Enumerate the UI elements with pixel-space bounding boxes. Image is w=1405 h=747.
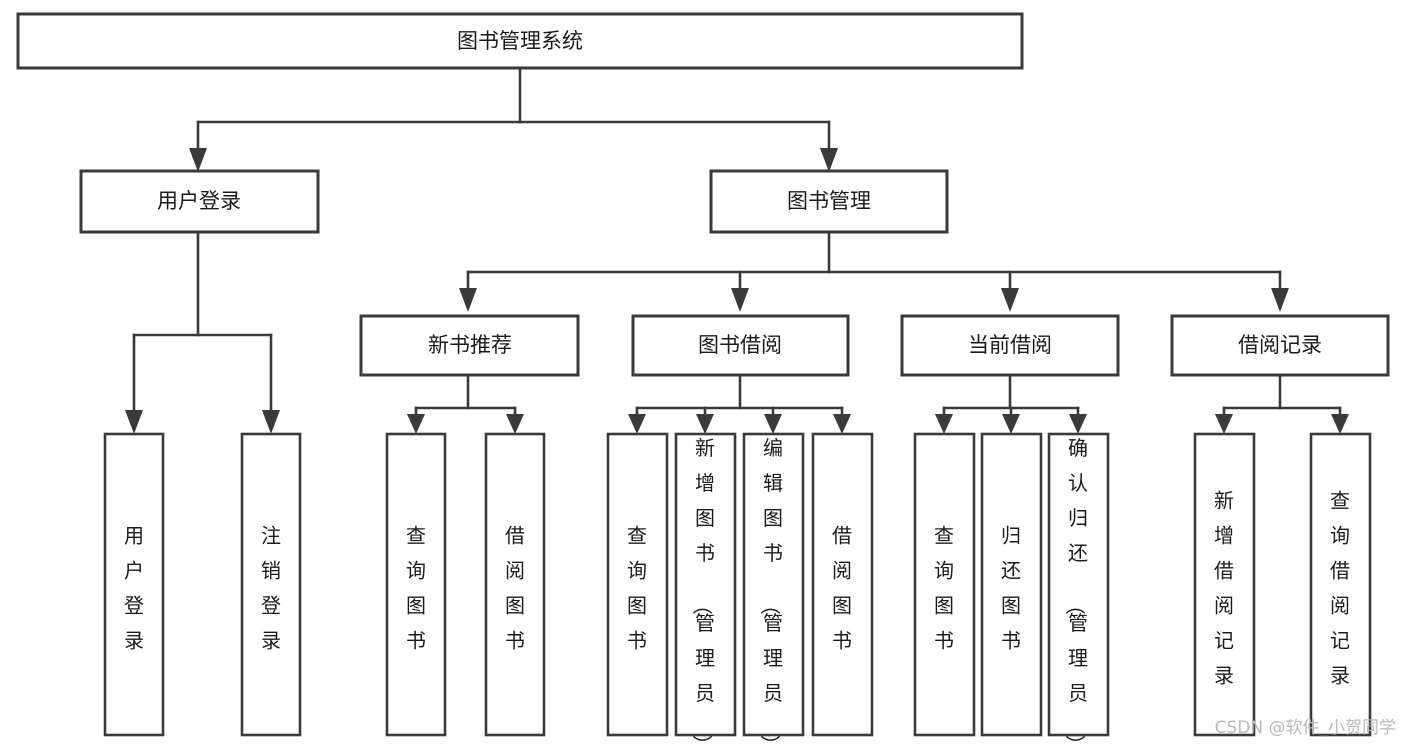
arrowhead-leaf-record-0 — [1215, 414, 1233, 434]
leaf-user-login-1-label: 注销登录 — [261, 523, 281, 652]
node-root[interactable]: 图书管理系统 — [16, 12, 1024, 70]
leaf-new-book-1-label: 借阅图书 — [505, 523, 525, 652]
leaf-book-borrow-3-box[interactable] — [811, 432, 874, 737]
leaf-borrow-record-1[interactable]: 查询借阅记录 — [1309, 432, 1372, 737]
node-root-box[interactable] — [16, 12, 1024, 70]
leaf-user-login-0[interactable]: 用户登录 — [103, 432, 165, 737]
arrowhead-book-mgmt — [820, 148, 838, 172]
leaf-book-borrow-2-box[interactable] — [742, 432, 805, 737]
arrowhead-leaf-record-1 — [1331, 414, 1349, 434]
leaf-user-login-1[interactable]: 注销登录 — [240, 432, 302, 737]
node-new-book-recommend-label: 新书推荐 — [428, 333, 512, 357]
leaf-current-borrow-2-box[interactable] — [1047, 432, 1110, 737]
node-book-borrow-box[interactable] — [631, 314, 850, 377]
arrowhead-leaf-newbook-1 — [506, 414, 524, 434]
arrowhead-leaf-borrow-3 — [833, 414, 851, 434]
arrowhead-leaf-current-1 — [1002, 414, 1020, 434]
leaf-borrow-record-1-box[interactable] — [1309, 432, 1372, 737]
leaf-current-borrow-2[interactable]: 确认归还（管理员） — [1047, 432, 1110, 747]
arrowhead-leaf-current-0 — [935, 414, 953, 434]
node-borrow-record[interactable]: 借阅记录 — [1170, 314, 1390, 377]
leaf-book-borrow-3-label: 借阅图书 — [832, 523, 852, 652]
leaf-book-borrow-0-label: 查询图书 — [627, 523, 647, 652]
node-current-borrow[interactable]: 当前借阅 — [900, 314, 1120, 377]
csdn-watermark: CSDN @软件_小贺同学 — [1215, 718, 1396, 738]
node-book-management[interactable]: 图书管理 — [709, 169, 949, 234]
arrowhead-leaf-borrow-2 — [764, 414, 782, 434]
arrowhead-leaf-user-login-1 — [262, 410, 280, 434]
node-user-login[interactable]: 用户登录 — [79, 169, 320, 234]
arrowhead-leaf-borrow-0 — [628, 414, 646, 434]
node-book-management-label: 图书管理 — [787, 189, 871, 213]
leaf-current-borrow-0-label: 查询图书 — [934, 523, 954, 652]
node-borrow-record-label: 借阅记录 — [1238, 333, 1322, 357]
leaf-book-borrow-1-box[interactable] — [674, 432, 737, 737]
leaf-current-borrow-1[interactable]: 归还图书 — [980, 432, 1043, 737]
leaf-book-borrow-2-label: 编辑图书（管理员） — [758, 436, 783, 747]
node-book-borrow-label: 图书借阅 — [698, 333, 782, 357]
leaf-new-book-1-box[interactable] — [484, 432, 546, 737]
leaf-current-borrow-1-label: 归还图书 — [1001, 523, 1021, 652]
arrowhead-newbook — [459, 288, 477, 312]
leaf-current-borrow-2-label: 确认归还（管理员） — [1063, 436, 1088, 747]
arrowhead-leaf-current-2 — [1069, 414, 1087, 434]
leaf-borrow-record-1-label: 查询借阅记录 — [1330, 488, 1350, 687]
node-borrow-record-box[interactable] — [1170, 314, 1390, 377]
connector-layer — [125, 66, 1349, 434]
node-user-login-box[interactable] — [79, 169, 320, 234]
leaf-user-login-0-label: 用户登录 — [124, 523, 144, 652]
leaf-new-book-0[interactable]: 查询图书 — [385, 432, 447, 737]
leaf-borrow-record-0-label: 新增借阅记录 — [1214, 488, 1234, 687]
leaf-new-book-1[interactable]: 借阅图书 — [484, 432, 546, 737]
arrowhead-leaf-user-login-0 — [125, 410, 143, 434]
leaf-book-borrow-3[interactable]: 借阅图书 — [811, 432, 874, 737]
node-new-book-recommend[interactable]: 新书推荐 — [359, 314, 580, 377]
leaf-book-borrow-1[interactable]: 新增图书（管理员） — [674, 432, 737, 747]
node-new-book-recommend-box[interactable] — [359, 314, 580, 377]
arrowhead-borrow — [731, 288, 749, 312]
leaf-new-book-0-label: 查询图书 — [406, 523, 426, 652]
leaf-book-borrow-2[interactable]: 编辑图书（管理员） — [742, 432, 805, 747]
leaf-user-login-1-box[interactable] — [240, 432, 302, 737]
arrowhead-leaf-borrow-1 — [696, 414, 714, 434]
node-root-label: 图书管理系统 — [457, 29, 583, 53]
leaf-user-login-0-box[interactable] — [103, 432, 165, 737]
arrowhead-current — [1001, 288, 1019, 312]
arrowhead-leaf-newbook-0 — [407, 414, 425, 434]
leaf-borrow-record-0[interactable]: 新增借阅记录 — [1193, 432, 1256, 737]
node-current-borrow-box[interactable] — [900, 314, 1120, 377]
node-book-borrow[interactable]: 图书借阅 — [631, 314, 850, 377]
leaf-new-book-0-box[interactable] — [385, 432, 447, 737]
leaf-current-borrow-1-box[interactable] — [980, 432, 1043, 737]
leaf-book-borrow-0-box[interactable] — [606, 432, 669, 737]
node-current-borrow-label: 当前借阅 — [968, 333, 1052, 357]
node-user-login-label: 用户登录 — [157, 189, 241, 213]
leaf-book-borrow-1-label: 新增图书（管理员） — [690, 436, 715, 747]
leaf-current-borrow-0[interactable]: 查询图书 — [913, 432, 976, 737]
arrowhead-record — [1271, 288, 1289, 312]
leaf-current-borrow-0-box[interactable] — [913, 432, 976, 737]
leaf-borrow-record-0-box[interactable] — [1193, 432, 1256, 737]
arrowhead-user-login — [189, 148, 207, 172]
node-book-management-box[interactable] — [709, 169, 949, 234]
leaf-book-borrow-0[interactable]: 查询图书 — [606, 432, 669, 737]
